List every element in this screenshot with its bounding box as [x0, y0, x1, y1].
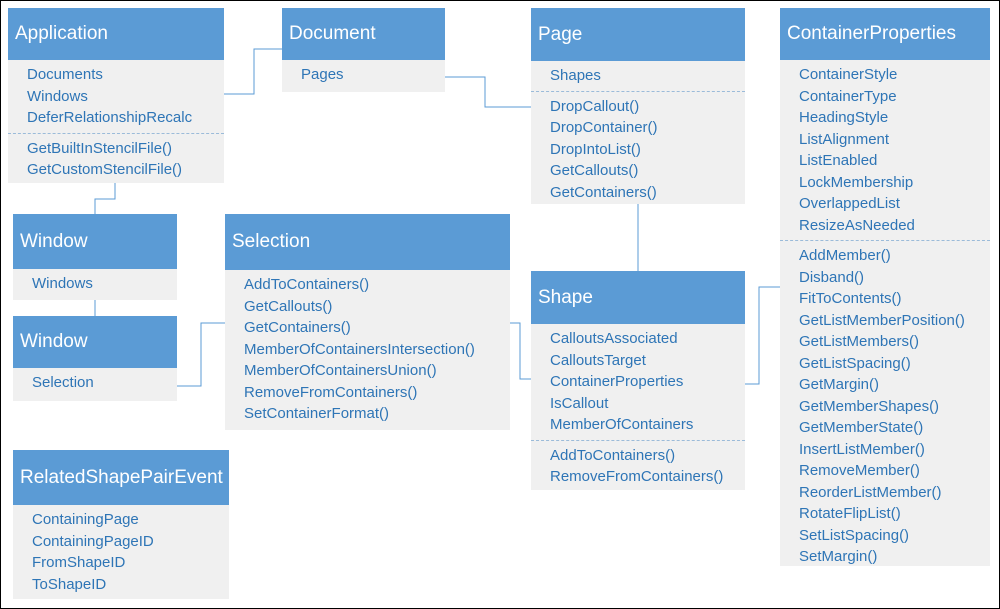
property-item: ContainerProperties — [550, 373, 684, 390]
class-header: RelatedShapePairEvent — [13, 450, 229, 505]
property-item: ContainerType — [799, 87, 897, 105]
methods-section: DropCallout() DropContainer() DropIntoList… — [531, 90, 745, 208]
method-item: RemoveMember() — [799, 462, 920, 479]
property-item: CalloutsTarget — [550, 351, 646, 369]
property-item: IsCallout — [550, 394, 609, 412]
properties-section: Shapes — [531, 61, 745, 91]
method-item: RemoveFromContainers() — [244, 383, 418, 401]
property-item: Windows — [32, 275, 93, 292]
method-item: SetContainerFormat() — [244, 405, 390, 422]
properties-section: Pages — [282, 60, 445, 90]
property-item: Shapes — [550, 67, 601, 84]
property-item: ContainingPageID — [32, 532, 154, 550]
method-item: GetCallouts() — [244, 297, 333, 315]
method-item: GetMemberState() — [799, 419, 924, 436]
class-selection: Selection AddToContainers() GetCallouts()… — [225, 214, 510, 430]
methods-section: AddToContainers() RemoveFromContainers() — [531, 439, 745, 492]
method-item: DropCallout() — [550, 97, 640, 115]
method-item: MemberOfContainersIntersection() — [244, 340, 475, 358]
property-item: OverlappedList — [799, 195, 900, 212]
property-item: Pages — [301, 66, 344, 83]
class-page: Page Shapes DropCallout() DropContainer()… — [531, 8, 745, 204]
property-item: ContainerStyle — [799, 66, 898, 83]
method-item: DropIntoList() — [550, 140, 641, 158]
property-item: Windows — [27, 87, 88, 105]
property-item: MemberOfContainers — [550, 416, 694, 433]
method-item: RemoveFromContainers() — [550, 468, 724, 485]
property-item: Documents — [27, 66, 103, 83]
connector-selection-shape — [510, 322, 531, 380]
method-item: MemberOfContainersUnion() — [244, 362, 437, 379]
method-item: GetContainers() — [244, 319, 351, 336]
class-header: Selection — [225, 214, 510, 270]
methods-section: AddMember() Disband() FitToContents() GetLi… — [780, 240, 990, 572]
method-item: ReorderListMember() — [799, 483, 942, 501]
method-item: AddToContainers() — [244, 276, 370, 293]
class-header: ContainerProperties — [780, 8, 990, 60]
property-item: ContainingPage — [32, 511, 139, 528]
method-item: GetListMemberPosition() — [799, 311, 965, 329]
connector-window-selection — [177, 322, 225, 387]
method-item: GetContainers() — [550, 183, 657, 201]
method-item: RotateFlipList() — [799, 505, 901, 522]
method-item: Disband() — [799, 268, 865, 286]
property-item: ListEnabled — [799, 152, 878, 169]
method-item: FitToContents() — [799, 290, 902, 307]
properties-section: Windows — [13, 269, 177, 299]
connector-application-window — [94, 183, 116, 214]
property-item: ResizeAsNeeded — [799, 216, 915, 234]
method-item: GetMargin() — [799, 376, 880, 393]
property-item: DeferRelationshipRecalc — [27, 109, 193, 126]
properties-section: Selection — [13, 368, 177, 398]
method-item: InsertListMember() — [799, 440, 925, 458]
method-item: SetMargin() — [799, 548, 878, 565]
method-item: GetMemberShapes() — [799, 397, 940, 415]
class-header: Application — [8, 8, 224, 60]
property-item: ToShapeID — [32, 575, 107, 593]
class-header: Window — [13, 316, 177, 368]
class-header: Page — [531, 8, 745, 61]
class-header: Window — [13, 214, 177, 269]
class-window-1: Window Windows — [13, 214, 177, 300]
connector-shape-containerproperties — [745, 286, 780, 385]
property-item: LockMembership — [799, 173, 914, 191]
methods-section: AddToContainers() GetCallouts() GetContain… — [225, 270, 510, 429]
class-window-2: Window Selection — [13, 316, 177, 401]
property-item: ListAlignment — [799, 130, 890, 148]
property-item: FromShapeID — [32, 554, 126, 571]
method-item: AddToContainers() — [550, 446, 676, 464]
class-document: Document Pages — [282, 8, 445, 92]
method-item: GetCustomStencilFile() — [27, 161, 183, 178]
methods-section: GetBuiltInStencilFile() GetCustomStencilF… — [8, 132, 224, 185]
property-item: Selection — [32, 374, 94, 391]
method-item: DropContainer() — [550, 119, 658, 136]
method-item: GetCallouts() — [550, 162, 639, 179]
connector-document-page — [445, 76, 531, 108]
class-header: Shape — [531, 271, 745, 324]
class-header: Document — [282, 8, 445, 60]
property-item: CalloutsAssociated — [550, 330, 678, 347]
method-item: GetListSpacing() — [799, 354, 911, 372]
connector-application-document — [224, 48, 282, 95]
method-item: GetListMembers() — [799, 333, 920, 350]
method-item: AddMember() — [799, 247, 891, 264]
method-item: GetBuiltInStencilFile() — [27, 139, 173, 157]
method-item: SetListSpacing() — [799, 526, 910, 544]
property-item: HeadingStyle — [799, 109, 889, 126]
